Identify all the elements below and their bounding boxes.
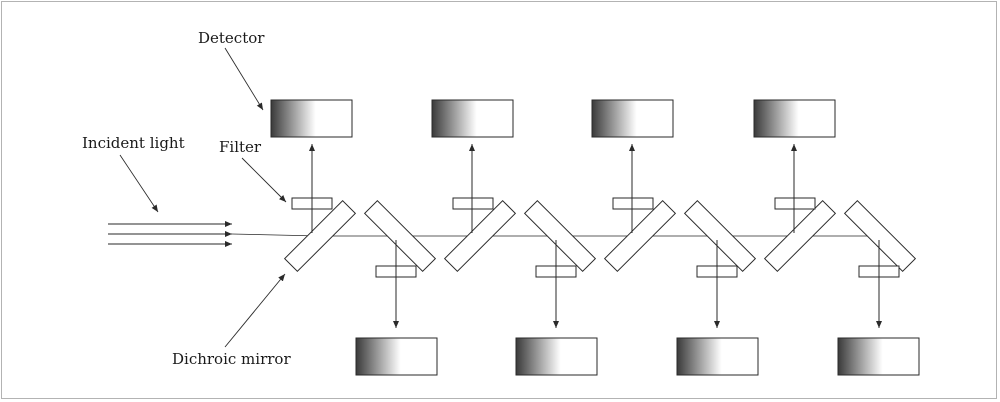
detector-bottom <box>676 337 759 376</box>
filter-label: Filter <box>219 138 262 156</box>
detector-top <box>270 99 353 138</box>
incident-light-rays <box>108 221 232 247</box>
detector-bottom <box>515 337 598 376</box>
filter-top <box>612 197 654 210</box>
dichroic-mirror-leader <box>224 273 286 348</box>
detector-bottom <box>837 337 920 376</box>
dichroic-mirror-down <box>523 199 597 273</box>
filter-leader <box>241 157 287 203</box>
incident-light-label: Incident light <box>82 134 185 152</box>
incident-light-leader <box>119 154 159 213</box>
detector-top <box>431 99 514 138</box>
detector-label: Detector <box>198 29 265 47</box>
dichroic-mirror-up <box>283 199 357 273</box>
stage-2 <box>431 99 598 376</box>
dichroic-mirror-down <box>843 199 917 273</box>
detector-bottom <box>355 337 438 376</box>
filter-top <box>774 197 816 210</box>
dichroic-mirror-up <box>443 199 517 273</box>
stage-4 <box>753 99 920 376</box>
dichroic-mirror-label: Dichroic mirror <box>172 350 291 368</box>
dichroic-mirror-down <box>363 199 437 273</box>
dichroic-mirror-down <box>683 199 757 273</box>
stage-3 <box>591 99 759 376</box>
dichroic-mirror-up <box>603 199 677 273</box>
detector-leader <box>224 47 264 111</box>
filter-top <box>452 197 494 210</box>
detector-top <box>591 99 674 138</box>
detector-top <box>753 99 836 138</box>
label-leaders <box>119 47 287 348</box>
stage-1 <box>270 99 438 376</box>
